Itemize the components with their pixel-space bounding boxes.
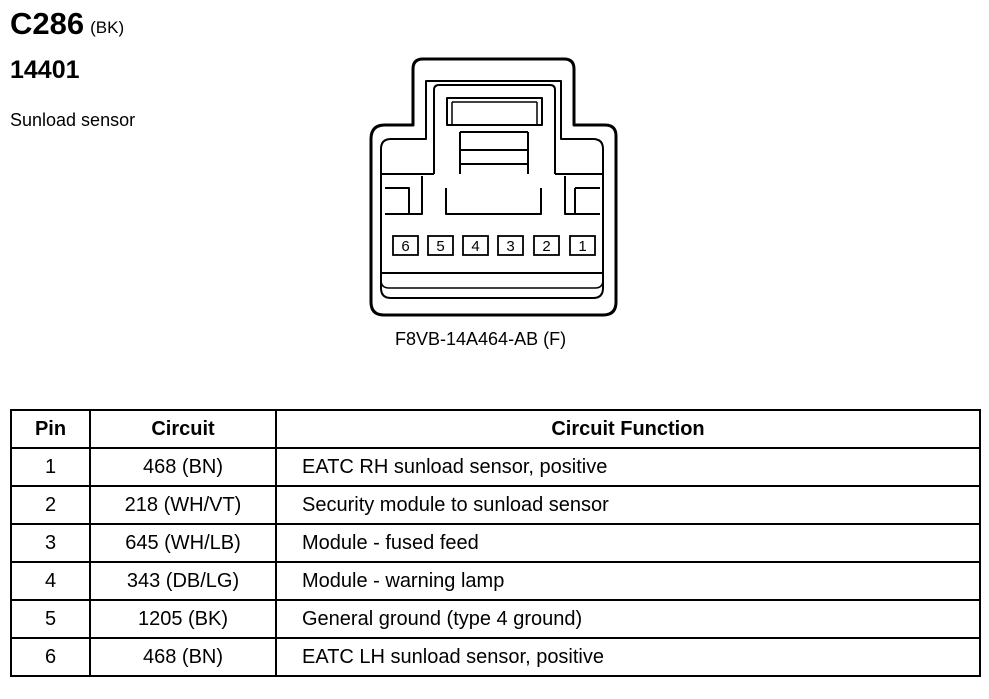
cavity-box-4 [462,235,489,256]
pin-cell: 2 [10,485,91,525]
part-id: 14401 [10,56,80,84]
cavity-box-2 [533,235,560,256]
connector-housing-outline [369,57,618,317]
cavity-box-1 [569,235,596,256]
function-cell: EATC LH sunload sensor, positive [275,637,981,677]
table-row: 6 468 (BN) EATC LH sunload sensor, posit… [10,637,981,677]
connector-face-diagram: 6 5 4 3 2 1 [369,57,618,317]
table-row: 3 645 (WH/LB) Module - fused feed [10,523,981,563]
function-cell: Module - fused feed [275,523,981,563]
cavity-label-3: 3 [506,238,514,255]
cavity-box-3 [497,235,524,256]
circuit-cell: 645 (WH/LB) [89,523,277,563]
connector-id: C286 (BK) [10,6,124,42]
header-pin: Pin [10,409,91,449]
function-cell: Module - warning lamp [275,561,981,601]
pin-cell: 6 [10,637,91,677]
circuit-cell: 218 (WH/VT) [89,485,277,525]
circuit-cell: 468 (BN) [89,637,277,677]
component-description: Sunload sensor [10,110,136,130]
function-cell: EATC RH sunload sensor, positive [275,447,981,487]
cavity-label-1: 1 [578,238,586,255]
pin-cell: 4 [10,561,91,601]
pin-cell: 5 [10,599,91,639]
cavity-box-6 [392,235,419,256]
center-key [445,188,542,215]
function-cell: Security module to sunload sensor [275,485,981,525]
circuit-cell: 343 (DB/LG) [89,561,277,601]
cavity-label-2: 2 [542,238,550,255]
left-key [385,187,410,214]
pin-cell: 1 [10,447,91,487]
cavity-label-6: 6 [401,238,409,255]
circuit-cell: 1205 (BK) [89,599,277,639]
table-header-row: Pin Circuit Circuit Function [10,409,981,449]
connector-color: (BK) [90,18,125,37]
function-cell: General ground (type 4 ground) [275,599,981,639]
cavity-label-4: 4 [471,238,479,255]
circuit-cell: 468 (BN) [89,447,277,487]
connector-inner-outline [380,80,604,299]
latch-window [446,97,543,126]
table-row: 2 218 (WH/VT) Security module to sunload… [10,485,981,525]
cavity-box-5 [427,235,454,256]
connector-part-number: F8VB-14A464-AB (F) [395,329,567,349]
header-circuit: Circuit [89,409,277,449]
cavity-label-5: 5 [436,238,444,255]
table-row: 5 1205 (BK) General ground (type 4 groun… [10,599,981,639]
pinout-table: Pin Circuit Circuit Function 1 468 (BN) … [10,409,981,677]
table-row: 1 468 (BN) EATC RH sunload sensor, posit… [10,447,981,487]
latch-loop [433,84,556,174]
pin-cell: 3 [10,523,91,563]
header-function: Circuit Function [275,409,981,449]
connector-id-text: C286 [10,6,85,41]
table-row: 4 343 (DB/LG) Module - warning lamp [10,561,981,601]
